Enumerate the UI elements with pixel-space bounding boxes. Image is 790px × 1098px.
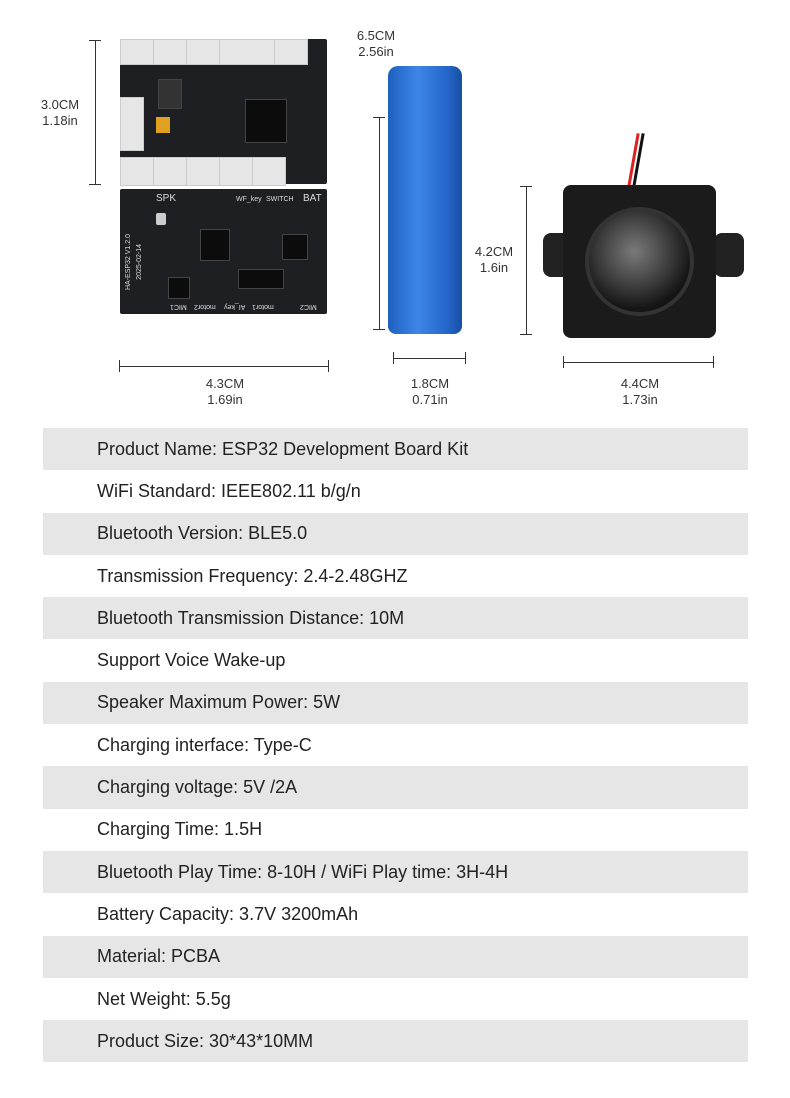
silk-switch: SWITCH (266, 196, 294, 203)
speaker-width-cm: 4.4CM (620, 376, 660, 391)
battery-length-cm: 6.5CM (356, 28, 396, 43)
silk-motor1: motor1 (252, 303, 274, 310)
board-width-in: 1.69in (207, 392, 243, 407)
battery-image (388, 66, 462, 334)
pcb-board-top-image (120, 39, 327, 186)
spec-row: Product Size: 30*43*10MM (43, 1020, 748, 1063)
silk-mic2: MIC2 (300, 303, 317, 310)
speaker-height-in: 1.6in (479, 260, 509, 275)
spec-row: Bluetooth Play Time: 8-10H / WiFi Play t… (43, 850, 748, 894)
spec-row: Bluetooth Version: BLE5.0 (43, 512, 748, 555)
spec-row: Charging interface: Type-C (97, 734, 312, 755)
pcb-board-bottom-image: SPK WF_key SWITCH BAT HA-ESP32 V1.2.0 20… (120, 189, 327, 314)
spec-row: Bluetooth Transmission Distance: 10M (43, 597, 748, 640)
speaker-image (563, 185, 716, 338)
board-height-in: 1.18in (42, 113, 78, 128)
board-height-cm: 3.0CM (40, 97, 80, 112)
spec-row: Battery Capacity: 3.7V 3200mAh (97, 903, 359, 924)
spec-row: Net Weight: 5.5g (97, 988, 231, 1009)
silk-model: HA-ESP32 V1.2.0 (125, 234, 132, 291)
speaker-height-cm: 4.2CM (474, 244, 514, 259)
spec-row: Support Voice Wake-up (97, 650, 286, 671)
silk-bat: BAT (303, 193, 322, 204)
spec-row: Material: PCBA (43, 935, 748, 978)
spec-row: Product Name: ESP32 Development Board Ki… (43, 428, 748, 471)
spec-row: Transmission Frequency: 2.4-2.48GHZ (97, 565, 408, 586)
spec-table: Product Name: ESP32 Development Board Ki… (43, 428, 748, 1063)
board-width-cm: 4.3CM (205, 376, 245, 391)
silk-ai-key: AI_key (224, 303, 246, 310)
silk-wf-key: WF_key (236, 196, 262, 203)
silk-spk: SPK (156, 193, 177, 204)
battery-width-cm: 1.8CM (410, 376, 450, 391)
speaker-width-in: 1.73in (622, 392, 658, 407)
silk-mic1: MIC1 (170, 303, 187, 310)
battery-length-in: 2.56in (358, 44, 394, 59)
spec-row: Speaker Maximum Power: 5W (43, 681, 748, 725)
silk-motor2: motor2 (194, 303, 216, 310)
spec-row: Charging Time: 1.5H (97, 819, 263, 840)
silk-date: 2025-02-14 (136, 244, 143, 280)
spec-row: WiFi Standard: IEEE802.11 b/g/n (97, 480, 361, 501)
spec-row: Charging voltage: 5V /2A (43, 766, 748, 809)
battery-width-in: 0.71in (412, 392, 448, 407)
